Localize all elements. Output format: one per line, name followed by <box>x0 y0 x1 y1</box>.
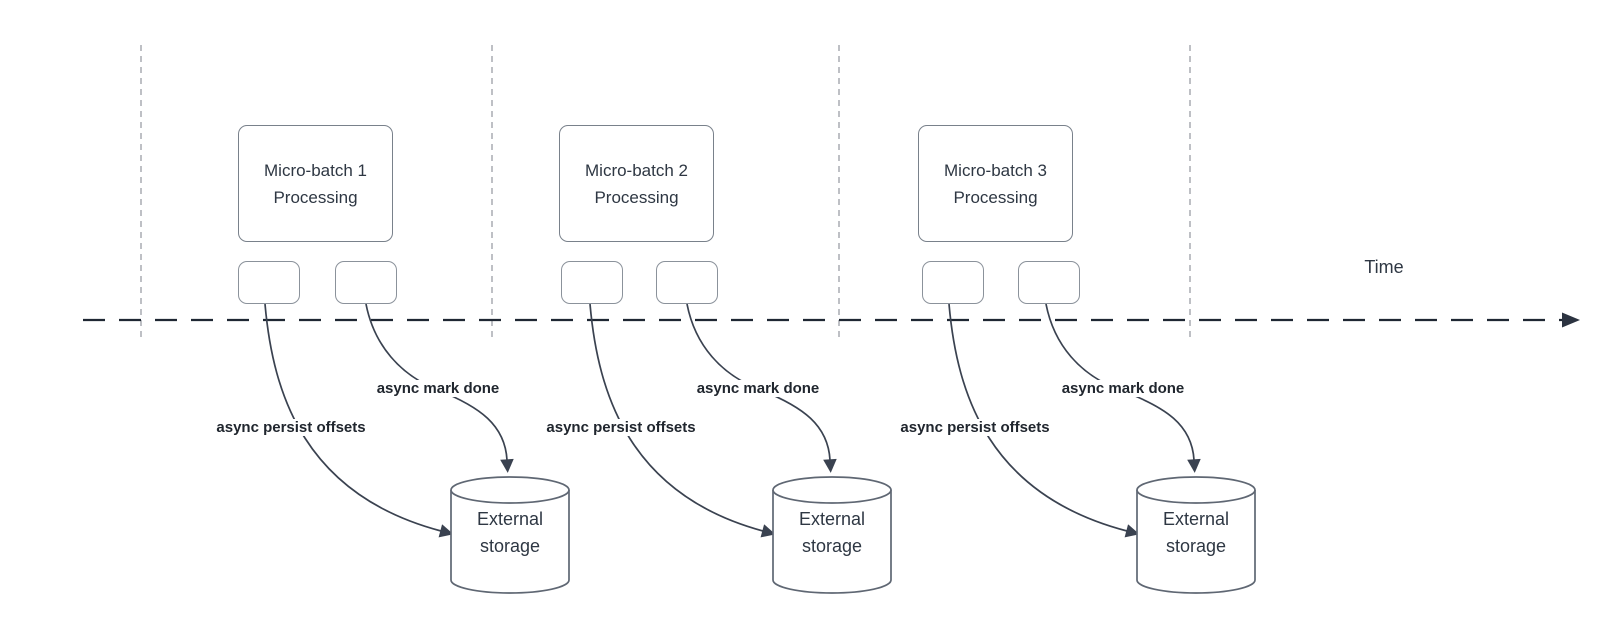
external-storage-label: External storage <box>777 506 887 560</box>
micro-batch-2-box: Micro-batch 2 Processing <box>559 125 714 242</box>
done-task-box <box>656 261 718 304</box>
micro-batch-3-box: Micro-batch 3 Processing <box>918 125 1073 242</box>
database-cylinder-icon <box>450 476 570 594</box>
persist-offsets-label: async persist offsets <box>543 419 699 436</box>
done-task-box <box>335 261 397 304</box>
storage-line2: storage <box>1165 536 1227 556</box>
persist-task-box <box>238 261 300 304</box>
micro-batch-title: Micro-batch 3 <box>944 160 1047 180</box>
timeline-axis <box>83 312 1580 328</box>
mark-done-label: async mark done <box>373 380 503 397</box>
storage-line1: External <box>1162 509 1230 529</box>
micro-batch-1-box: Micro-batch 1 Processing <box>238 125 393 242</box>
timeline-arrowhead-icon <box>1562 312 1580 328</box>
storage-cylinders <box>450 476 1256 594</box>
persist-offsets-arrow <box>948 303 1140 538</box>
micro-batch-title: Micro-batch 1 <box>264 160 367 180</box>
storage-line1: External <box>798 509 866 529</box>
persist-offsets-arrow <box>589 303 776 538</box>
storage-line2: storage <box>801 536 863 556</box>
database-cylinder-icon <box>1136 476 1256 594</box>
storage-line2: storage <box>479 536 541 556</box>
database-cylinder-icon <box>772 476 892 594</box>
persist-offsets-label: async persist offsets <box>897 419 1053 436</box>
micro-batch-subtitle: Processing <box>953 187 1038 207</box>
persist-task-box <box>561 261 623 304</box>
micro-batch-title: Micro-batch 2 <box>585 160 688 180</box>
micro-batch-subtitle: Processing <box>273 187 358 207</box>
storage-line1: External <box>476 509 544 529</box>
micro-batch-subtitle: Processing <box>594 187 679 207</box>
external-storage-label: External storage <box>1141 506 1251 560</box>
time-axis-label: Time <box>1364 257 1404 277</box>
done-task-box <box>1018 261 1080 304</box>
persist-offsets-label: async persist offsets <box>213 419 369 436</box>
persist-offsets-arrow <box>264 303 454 538</box>
external-storage-label: External storage <box>455 506 565 560</box>
mark-done-label: async mark done <box>1058 380 1188 397</box>
persist-task-box <box>922 261 984 304</box>
time-gridlines <box>140 45 1191 340</box>
mark-done-label: async mark done <box>693 380 823 397</box>
